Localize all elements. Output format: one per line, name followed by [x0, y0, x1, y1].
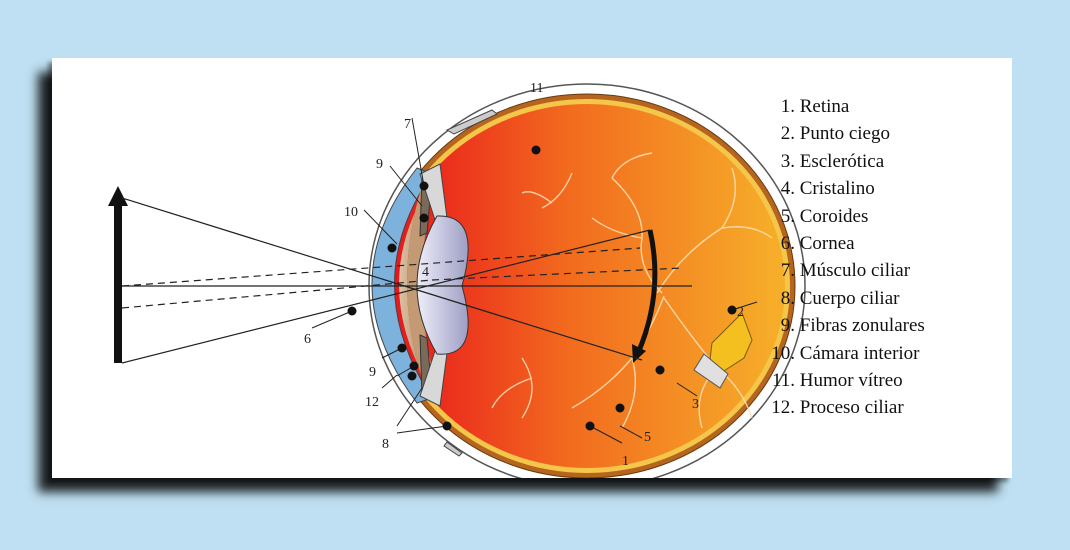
legend-item-label: Punto ciego [800, 123, 890, 144]
callout-9-bottom: 9 [369, 365, 376, 380]
callout-5: 5 [644, 430, 651, 445]
legend-item: 8. Cuerpo ciliar [762, 285, 1007, 312]
legend-item-label: Esclerótica [800, 151, 884, 172]
legend-item: 7. Músculo ciliar [762, 257, 1007, 284]
legend-item: 1. Retina [762, 93, 1007, 120]
legend-item-label: Cornea [800, 233, 855, 254]
legend-item: 9. Fibras zonulares [762, 312, 1007, 339]
legend-item: 4. Cristalino [762, 175, 1007, 202]
callout-3: 3 [692, 397, 699, 412]
legend-item-number: 7. [762, 257, 795, 284]
legend-item-number: 6. [762, 230, 795, 257]
callout-8: 8 [382, 437, 389, 452]
legend-item-number: 8. [762, 285, 795, 312]
legend-item: 12. Proceso ciliar [762, 394, 1007, 421]
legend-item: 11. Humor vítreo [762, 367, 1007, 394]
legend-item-label: Fibras zonulares [800, 315, 925, 336]
legend-item-label: Coroides [800, 206, 869, 227]
callout-1: 1 [622, 454, 629, 469]
callout-9-top: 9 [376, 157, 383, 172]
legend-item-number: 9. [762, 312, 795, 339]
callout-12: 12 [365, 395, 379, 410]
legend-item-label: Retina [800, 96, 850, 117]
legend-item-label: Cristalino [800, 178, 875, 199]
legend-item-number: 11. [762, 367, 795, 394]
legend-item-number: 1. [762, 93, 795, 120]
object-arrow-head [108, 186, 128, 206]
legend-item-number: 12. [762, 394, 795, 421]
legend-item: 3. Esclerótica [762, 148, 1007, 175]
legend-item-label: Humor vítreo [800, 370, 903, 391]
legend-item-label: Músculo ciliar [800, 260, 910, 281]
legend-item: 2. Punto ciego [762, 120, 1007, 147]
legend-item-number: 10. [762, 340, 795, 367]
callout-10: 10 [344, 205, 358, 220]
legend-item-number: 3. [762, 148, 795, 175]
callout-4: 4 [422, 265, 429, 280]
legend-item-label: Cuerpo ciliar [800, 288, 900, 309]
legend-item-label: Proceso ciliar [800, 397, 904, 418]
legend-item-label: Cámara interior [800, 343, 920, 364]
legend-item-number: 2. [762, 120, 795, 147]
callout-11: 11 [530, 81, 543, 96]
callout-2: 2 [737, 305, 744, 320]
legend-item-number: 4. [762, 175, 795, 202]
callout-6: 6 [304, 332, 311, 347]
legend-item: 10. Cámara interior [762, 340, 1007, 367]
legend-item-number: 5. [762, 203, 795, 230]
legend-item: 5. Coroides [762, 203, 1007, 230]
callout-7: 7 [404, 117, 411, 132]
legend-item: 6. Cornea [762, 230, 1007, 257]
